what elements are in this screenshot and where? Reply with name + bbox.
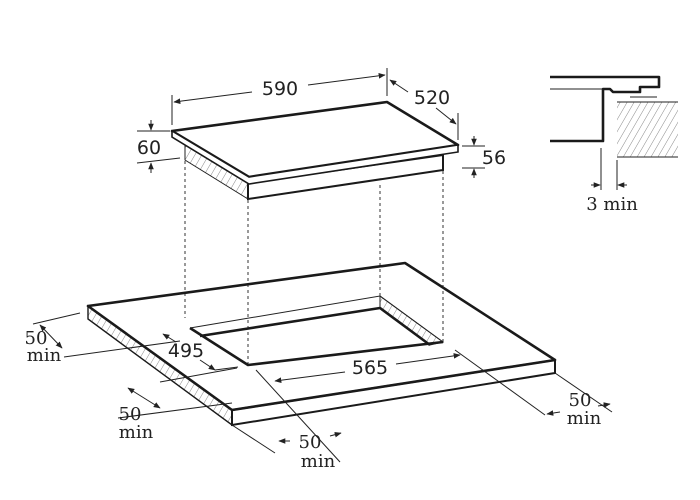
clearance-front-value: 50: [119, 404, 142, 425]
hob: [170, 100, 460, 201]
clearance-front-unit: min: [119, 422, 154, 443]
clearance-back-unit: min: [27, 345, 62, 366]
dimension-cutout-depth-495: 495: [162, 333, 239, 371]
cutout-inner-edge: [199, 306, 431, 347]
clearance-right-unit: min: [567, 408, 602, 429]
cutout-depth-label: 495: [168, 340, 204, 362]
dimension-width-590: 590: [171, 68, 388, 125]
clearance-front: 50 min: [117, 367, 238, 443]
clearance-right: 50 min: [546, 372, 613, 429]
worktop-front-edge: [231, 358, 556, 427]
worktop-left-edge: [87, 304, 233, 427]
detail-gap-label: 3 min: [586, 194, 638, 215]
hob-width-label: 590: [262, 78, 298, 100]
cutout-back-edge: [189, 295, 444, 343]
dimension-depth-520: 520: [389, 79, 459, 140]
hob-depth-label: 520: [414, 87, 450, 109]
cutout-front-edges: [189, 326, 444, 367]
hob-total-height-label: 60: [137, 137, 161, 159]
dimension-cutout-width-565: 565: [255, 349, 546, 463]
clearance-back: 50 min: [25, 312, 181, 366]
projection-lines: [184, 161, 444, 364]
hob-glass-edge: [171, 129, 459, 185]
hob-body-height-label: 56: [482, 147, 506, 169]
clearance-left: 50 min: [231, 424, 342, 472]
clearance-right-value: 50: [569, 390, 592, 411]
detail-section-view: 3 min: [550, 75, 678, 215]
worktop-top: [86, 261, 557, 412]
detail-worktop: [617, 102, 678, 157]
detail-hob-profile: [550, 75, 661, 143]
clearance-left-unit: min: [301, 451, 336, 472]
cutout-width-label: 565: [352, 357, 388, 379]
dimension-height-56: 56: [462, 136, 506, 178]
clearance-left-value: 50: [299, 432, 322, 453]
clearance-back-value: 50: [25, 328, 48, 349]
dimension-height-60: 60: [137, 120, 181, 173]
